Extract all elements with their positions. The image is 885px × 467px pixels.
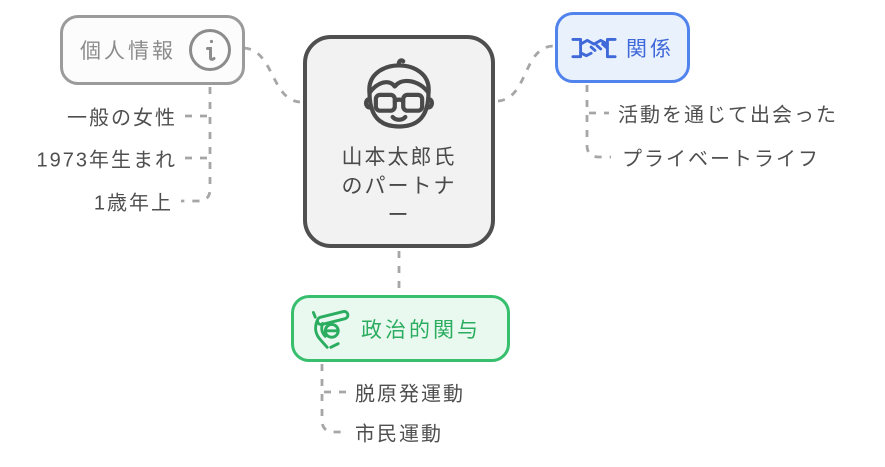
wire-personal-spine [181, 87, 212, 203]
person-face-glasses-icon [363, 58, 435, 129]
wire-center-to-relation [497, 44, 554, 103]
info-icon [189, 29, 231, 71]
leaf-general-woman: 一般の女性 [67, 107, 177, 130]
wire-relation-spine [585, 85, 611, 159]
wire-political-spine [320, 364, 346, 434]
node-political-involvement: 政治的関与 [291, 295, 510, 362]
handshake-icon [571, 37, 617, 58]
leaf-private-life: プライベートライフ [622, 148, 820, 171]
leaf-born-1973: 1973年生まれ [36, 149, 177, 172]
leaf-met-through-activities: 活動を通じて出会った [618, 104, 838, 127]
node-relationship: 関係 [555, 12, 690, 83]
node-central: 山本太郎氏のパートナー [303, 35, 495, 248]
leaf-one-year-older: 1歳年上 [93, 192, 173, 215]
relationship-label: 関係 [626, 37, 674, 61]
personal-info-label: 個人情報 [80, 40, 176, 63]
central-node-label: 山本太郎氏のパートナー [341, 146, 457, 227]
protest-icon [311, 309, 350, 349]
wire-personal-to-center [243, 46, 301, 104]
leaf-civic-movement: 市民運動 [355, 423, 443, 446]
political-involvement-label: 政治的関与 [361, 318, 481, 342]
leaf-anti-nuclear-movement: 脱原発運動 [355, 383, 465, 406]
node-personal-info: 個人情報 [60, 15, 245, 85]
